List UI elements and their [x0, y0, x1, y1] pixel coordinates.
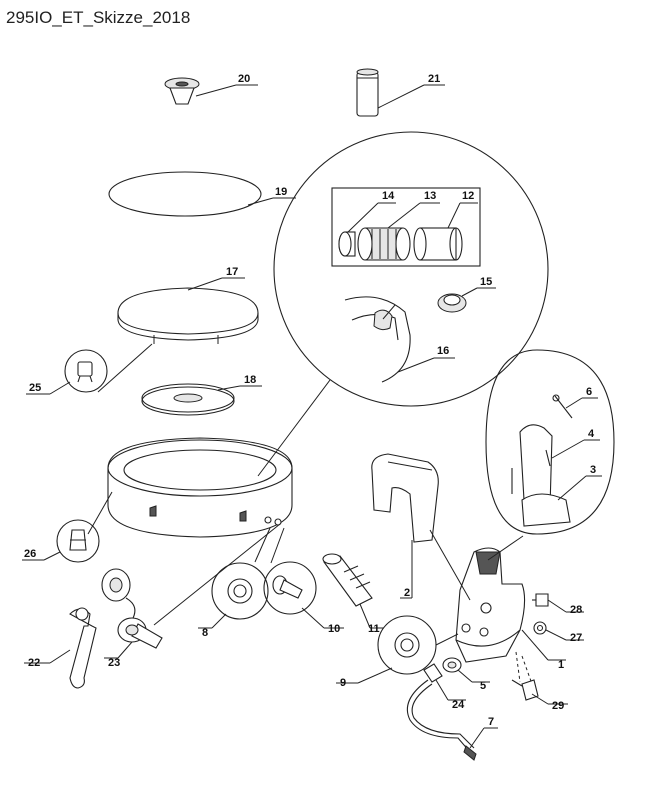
label-part-3: 3: [557, 464, 602, 501]
label-part-2: 2: [400, 540, 413, 599]
label-part-19: 19: [247, 186, 296, 206]
label-text: 18: [244, 374, 256, 386]
diagram-title: 295IO_ET_Skizze_2018: [6, 8, 191, 27]
label-text: 15: [480, 276, 492, 288]
part-18-disc: [141, 383, 235, 416]
label-part-1: 1: [521, 629, 566, 671]
label-part-29: 29: [531, 693, 568, 712]
label-text: 10: [328, 623, 340, 635]
part-5-nut: [442, 657, 462, 673]
label-part-21: 21: [377, 73, 445, 109]
label-text: 28: [570, 604, 582, 616]
label-part-10: 10: [301, 607, 344, 635]
label-text: 2: [404, 587, 410, 599]
label-text: 24: [452, 699, 465, 711]
label-text: 1: [558, 659, 564, 671]
label-text: 19: [275, 186, 287, 198]
part-26-valve-detail: [56, 519, 100, 563]
label-part-15: 15: [461, 276, 496, 297]
label-part-25: 25: [26, 381, 71, 395]
label-text: 9: [340, 677, 346, 689]
label-text: 29: [552, 700, 564, 712]
label-part-24: 24: [435, 679, 466, 711]
part-1-pump-unit: [455, 547, 526, 663]
pump-handle-detail: [485, 349, 615, 535]
label-part-4: 4: [551, 428, 600, 459]
part-23-drain-valve: [101, 568, 163, 649]
label-part-23: 23: [104, 641, 133, 669]
label-text: 27: [570, 632, 582, 644]
connector-lines: [87, 343, 533, 685]
filter-detail-circle: [273, 131, 549, 407]
label-part-18: 18: [217, 374, 262, 391]
label-text: 3: [590, 464, 596, 476]
part-14-cap: [338, 231, 356, 257]
part-24-hose-fitting: [423, 663, 443, 683]
label-part-8: 8: [198, 613, 227, 639]
part-22-wrench: [69, 607, 97, 689]
label-text: 23: [108, 657, 120, 669]
label-text: 21: [428, 73, 440, 85]
label-part-22: 22: [24, 649, 71, 669]
part-2-pump-cover: [371, 453, 439, 543]
part-8-gasket-detail: [211, 562, 269, 620]
label-part-11: 11: [359, 603, 384, 635]
label-text: 13: [424, 190, 436, 202]
part-10-connector-detail: [263, 561, 317, 615]
label-part-16: 16: [397, 345, 455, 373]
label-part-13: 13: [387, 190, 440, 229]
part-15-plug: [437, 293, 467, 313]
label-part-7: 7: [469, 716, 498, 749]
part-27-nut: [533, 621, 547, 635]
label-part-17: 17: [187, 266, 245, 291]
label-text: 8: [202, 627, 208, 639]
label-text: 22: [28, 657, 40, 669]
part-16-tub-wall: [344, 296, 411, 383]
label-part-28: 28: [547, 599, 584, 616]
label-text: 5: [480, 680, 486, 692]
part-20-drain-plug: [164, 77, 200, 105]
part-19-floor-mat: [108, 171, 262, 217]
label-text: 26: [24, 548, 36, 560]
part-17-cover: [117, 287, 259, 344]
part-7-hose: [406, 679, 477, 761]
label-part-20: 20: [195, 73, 258, 97]
label-text: 20: [238, 73, 250, 85]
label-part-6: 6: [565, 386, 598, 409]
label-part-26: 26: [22, 548, 61, 561]
part-21-cartridge-tube: [356, 68, 379, 117]
label-text: 17: [226, 266, 238, 278]
label-part-14: 14: [347, 190, 396, 233]
label-text: 14: [382, 190, 395, 202]
label-part-5: 5: [457, 669, 490, 692]
part-12-sleeve: [413, 227, 463, 261]
part-29-valve: [511, 679, 539, 701]
label-text: 4: [588, 428, 595, 440]
label-text: 25: [29, 382, 41, 394]
label-part-27: 27: [545, 629, 584, 644]
label-text: 11: [368, 623, 380, 635]
label-text: 16: [437, 345, 449, 357]
label-text: 12: [462, 190, 474, 202]
label-text: 6: [586, 386, 592, 398]
part-9-gasket-detail: [377, 615, 437, 675]
part-13-filter-cartridge: [357, 227, 411, 261]
part-11-hose-adapter: [322, 553, 373, 607]
label-text: 7: [488, 716, 494, 728]
label-part-9: 9: [336, 667, 393, 689]
part-28-fitting: [532, 593, 549, 607]
label-part-12: 12: [447, 190, 478, 229]
part-25-clip-detail: [64, 349, 108, 393]
spa-tub: [107, 437, 293, 538]
